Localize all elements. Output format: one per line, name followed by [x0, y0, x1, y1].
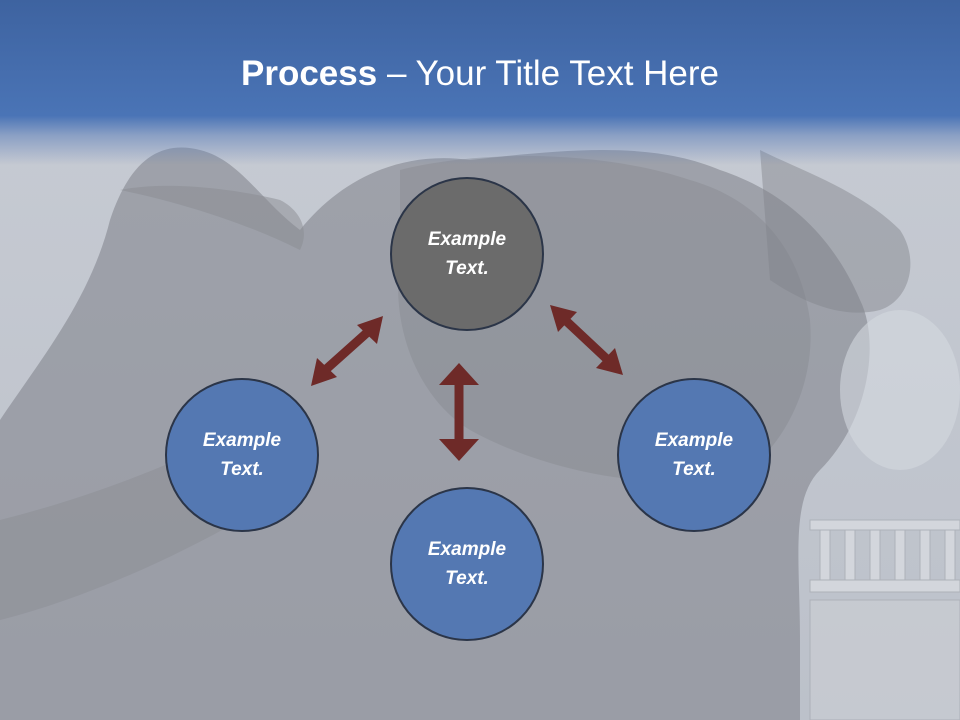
node-bottom-text: Example Text.	[427, 539, 507, 589]
node-right: Example Text.	[617, 378, 771, 532]
node-left-text: Example Text.	[202, 430, 282, 480]
title-banner	[0, 0, 960, 165]
slide-title: Process – Your Title Text Here	[0, 52, 960, 96]
node-right-text: Example Text.	[654, 430, 734, 480]
node-top-text: Example Text.	[427, 229, 507, 279]
node-top: Example Text.	[390, 177, 544, 331]
title-rest: – Your Title Text Here	[377, 54, 719, 93]
arrow-left-top	[311, 316, 383, 386]
arrow-top-bottom	[439, 363, 479, 461]
node-bottom: Example Text.	[390, 487, 544, 641]
title-bold: Process	[241, 54, 378, 93]
node-left: Example Text.	[165, 378, 319, 532]
arrow-top-right	[550, 305, 623, 375]
